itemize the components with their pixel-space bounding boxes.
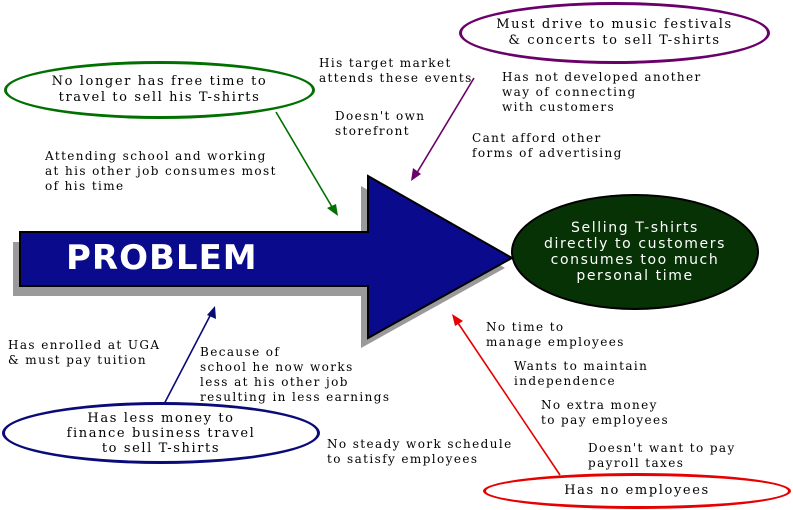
- cause-line: No longer has free time to: [51, 74, 268, 89]
- note-no-time-manage: No time to manage employees: [486, 320, 625, 350]
- outcome-oval: Selling T-shirts directly to customers c…: [511, 194, 759, 310]
- cause-line: Has less money to: [87, 410, 235, 426]
- connector-bottom-left: [161, 311, 213, 409]
- cause-oval-must-drive: Must drive to music festivals & concerts…: [459, 2, 770, 64]
- cause-oval-no-free-time: No longer has free time to travel to sel…: [4, 61, 315, 119]
- note-line: attends these events: [319, 71, 473, 85]
- note-line: way of connecting: [502, 85, 637, 99]
- note-line: less at his other job: [200, 375, 349, 389]
- note-no-extra-money: No extra money to pay employees: [541, 398, 669, 428]
- note-line: resulting in less earnings: [200, 390, 391, 404]
- note-line: & must pay tuition: [8, 353, 148, 367]
- note-line: No steady work schedule: [327, 437, 513, 451]
- cause-line: to sell T-shirts: [101, 440, 221, 456]
- note-target-market: His target market attends these events: [319, 56, 473, 86]
- note-line: with customers: [502, 100, 616, 114]
- note-line: manage employees: [486, 335, 625, 349]
- cause-line: Has no employees: [564, 483, 710, 498]
- cause-line: & concerts to sell T-shirts: [508, 33, 721, 48]
- connector-top-right-head: [411, 168, 421, 181]
- note-no-storefront: Doesn't own storefront: [335, 109, 425, 139]
- connector-bottom-left-head: [207, 306, 216, 319]
- connector-top-right: [414, 77, 475, 177]
- note-cant-afford: Cant afford other forms of advertising: [472, 131, 623, 161]
- note-line: Attending school and working: [45, 149, 267, 163]
- cause-line: travel to sell his T-shirts: [58, 90, 261, 105]
- note-line: payroll taxes: [588, 456, 685, 470]
- connector-top-left-head: [327, 204, 338, 216]
- problem-label: PROBLEM: [66, 238, 258, 278]
- note-line: No extra money: [541, 398, 658, 412]
- note-line: school he now works: [200, 360, 354, 374]
- note-line: storefront: [335, 124, 410, 138]
- problem-arrow: [19, 174, 515, 340]
- note-line: No time to: [486, 320, 565, 334]
- note-line: Has not developed another: [502, 70, 702, 84]
- note-line: to satisfy employees: [327, 452, 479, 466]
- cause-line: finance business travel: [66, 425, 256, 441]
- note-enrolled-uga: Has enrolled at UGA & must pay tuition: [8, 338, 160, 368]
- note-works-less: Because of school he now works less at h…: [200, 345, 390, 405]
- note-independence: Wants to maintain independence: [514, 359, 648, 389]
- note-line: to pay employees: [541, 413, 670, 427]
- note-attending-school: Attending school and working at his othe…: [45, 149, 277, 194]
- note-line: forms of advertising: [472, 146, 623, 160]
- note-line: Because of: [200, 345, 281, 359]
- connector-top-left: [275, 111, 336, 213]
- note-line: Wants to maintain: [514, 359, 649, 373]
- note-line: Cant afford other: [472, 131, 602, 145]
- note-line: Doesn't want to pay: [588, 441, 736, 455]
- outcome-line: personal time: [576, 268, 694, 284]
- note-line: independence: [514, 374, 616, 388]
- cause-oval-no-employees: Has no employees: [483, 473, 791, 509]
- note-no-steady-schedule: No steady work schedule to satisfy emplo…: [327, 437, 513, 467]
- outcome-line: directly to customers: [544, 236, 726, 252]
- note-line: Doesn't own: [335, 109, 426, 123]
- note-line: at his other job consumes most: [45, 164, 277, 178]
- note-line: Has enrolled at UGA: [8, 338, 161, 352]
- connector-bottom-right-head: [452, 314, 463, 326]
- note-no-other-way: Has not developed another way of connect…: [502, 70, 702, 115]
- cause-oval-less-money: Has less money to finance business trave…: [2, 402, 320, 464]
- note-payroll-taxes: Doesn't want to pay payroll taxes: [588, 441, 736, 471]
- cause-line: Must drive to music festivals: [496, 17, 733, 32]
- note-line: of his time: [45, 179, 125, 193]
- outcome-line: consumes too much: [550, 252, 720, 268]
- note-line: His target market: [319, 56, 452, 70]
- connector-bottom-right: [455, 319, 561, 476]
- outcome-line: Selling T-shirts: [571, 220, 699, 236]
